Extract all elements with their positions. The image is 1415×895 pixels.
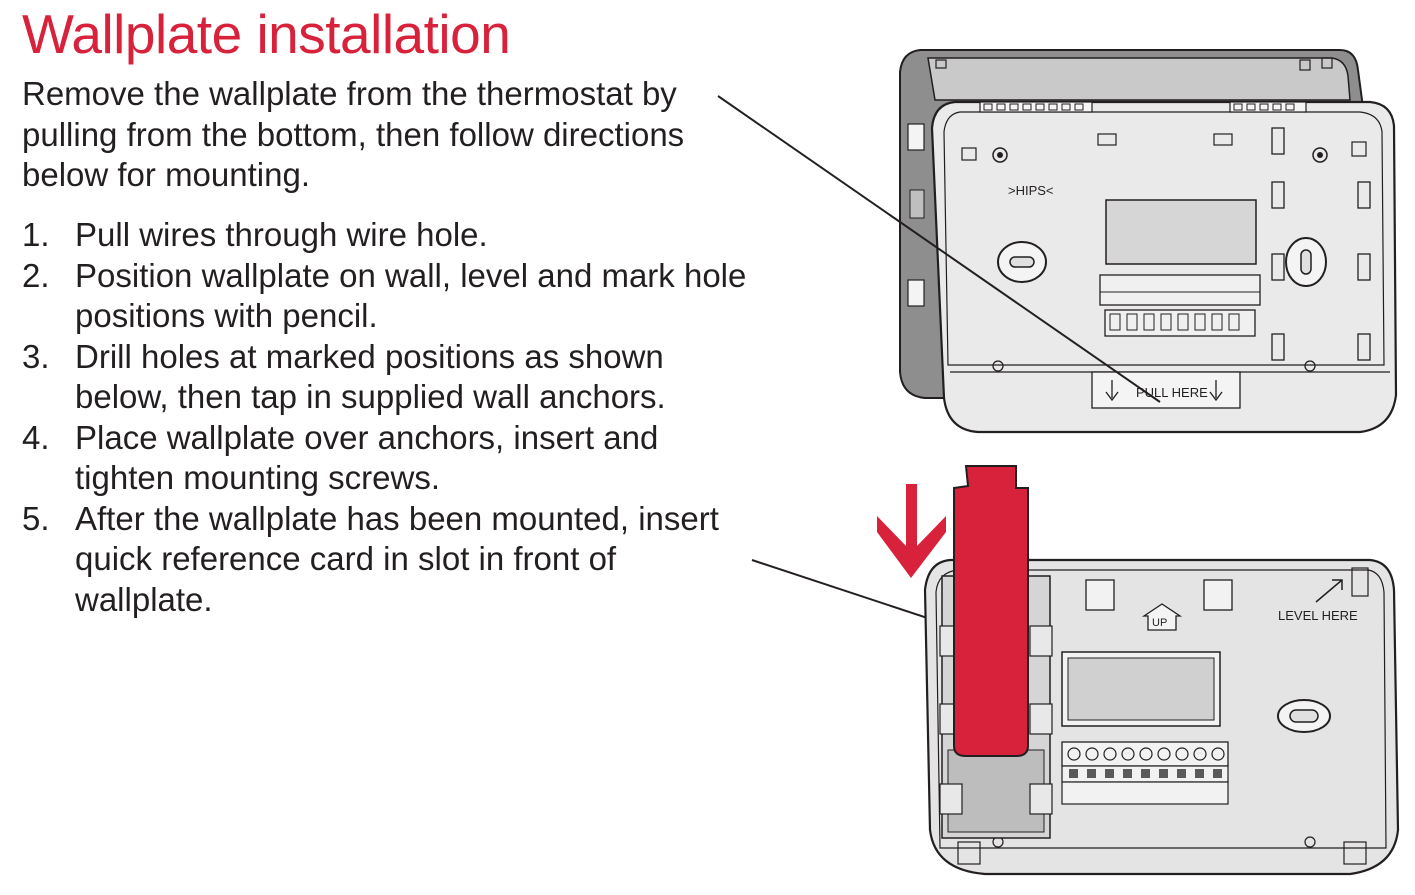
down-arrow-icon (877, 484, 946, 578)
step-text: Pull wires through wire hole. (75, 216, 488, 253)
wallplate-front (930, 100, 1398, 434)
step-text: Drill holes at marked positions as shown… (75, 337, 666, 416)
step-number: 1. (22, 216, 50, 253)
list-item: 4. Place wallplate over anchors, insert a… (22, 418, 762, 499)
step-text: Position wallplate on wall, level and ma… (75, 256, 747, 335)
pull-here-label: PULL HERE (1136, 385, 1208, 400)
page-title: Wallplate installation (22, 3, 511, 65)
step-text: Place wallplate over anchors, insert and… (75, 418, 659, 497)
list-item: 2. Position wallplate on wall, level and … (22, 256, 762, 337)
up-label: UP (1152, 617, 1167, 629)
quick-reference-card (953, 465, 1029, 757)
list-item: 5. After the wallplate has been mounted, … (22, 499, 762, 621)
mounted-wallplate-illustration: UP LEVEL HERE (877, 465, 1400, 876)
step-number: 5. (22, 499, 50, 537)
leader-line-wallplate (717, 95, 1161, 403)
list-item: 3. Drill holes at marked positions as sho… (22, 337, 762, 418)
steps-list: 1. Pull wires through wire hole. 2. Positi… (22, 215, 762, 620)
thermostat-removal-illustration: >HIPS< PULL HERE (899, 49, 1398, 434)
step-number: 3. (22, 337, 50, 375)
step-text: After the wallplate has been mounted, in… (75, 499, 719, 618)
step-number: 4. (22, 418, 50, 456)
step-number: 2. (22, 256, 50, 294)
intro-paragraph: Remove the wallplate from the thermostat… (22, 75, 685, 193)
hips-label: >HIPS< (1008, 183, 1054, 198)
level-here-label: LEVEL HERE (1278, 608, 1358, 623)
list-item: 1. Pull wires through wire hole. (22, 215, 762, 256)
